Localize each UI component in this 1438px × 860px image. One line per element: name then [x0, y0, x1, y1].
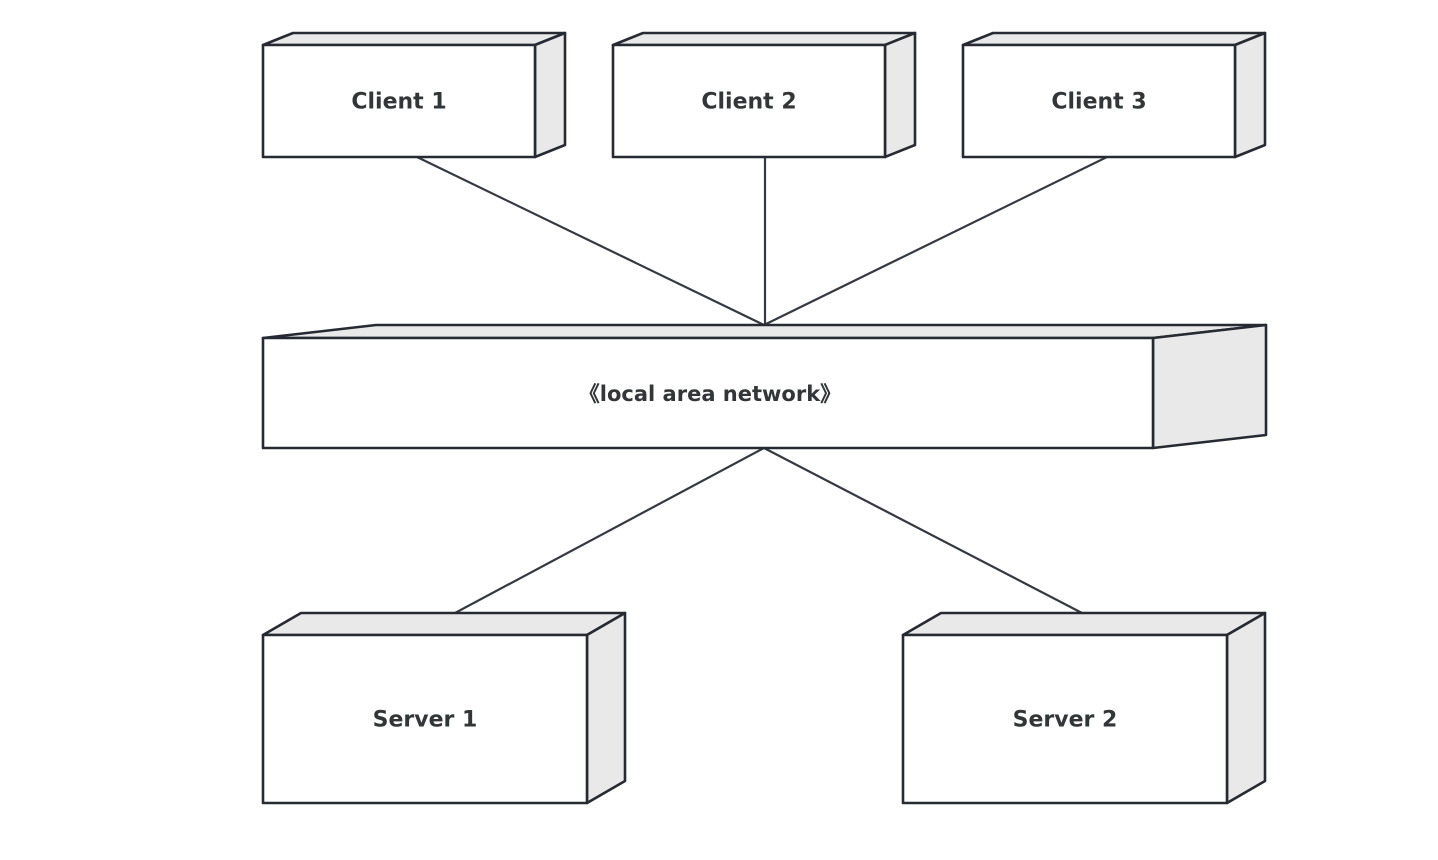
node-client3[interactable]: Client 3 — [961, 31, 1267, 159]
node-server2-top-face — [901, 611, 1267, 637]
node-client3-front-face — [961, 43, 1237, 159]
node-client3-top-face — [961, 31, 1267, 47]
node-client2-front-face — [611, 43, 887, 159]
node-client2-side-face — [883, 31, 917, 159]
node-server1-label: Server 1 — [373, 708, 478, 733]
node-lan-label: 《local area network》 — [579, 382, 841, 406]
node-lan-front-face — [261, 336, 1155, 450]
node-server1[interactable]: Server 1 — [261, 611, 627, 805]
node-server2-front-face — [901, 633, 1229, 805]
node-client1[interactable]: Client 1 — [261, 31, 567, 159]
node-client3-label: Client 3 — [1051, 90, 1146, 115]
node-client1-label: Client 1 — [351, 90, 446, 115]
node-server1-side-face — [585, 611, 627, 805]
node-server1-front-face — [261, 633, 589, 805]
edge-client1-lan — [415, 155, 766, 327]
node-client1-top-face — [261, 31, 567, 47]
node-lan[interactable]: 《local area network》 — [261, 323, 1268, 450]
node-client2-label: Client 2 — [701, 90, 796, 115]
node-client3-side-face — [1233, 31, 1267, 159]
edge-client3-lan — [762, 155, 1109, 327]
node-server1-top-face — [261, 611, 627, 637]
node-server2-label: Server 2 — [1013, 708, 1118, 733]
node-client2[interactable]: Client 2 — [611, 31, 917, 159]
edge-lan-server1 — [453, 446, 766, 615]
node-server2-side-face — [1225, 611, 1267, 805]
node-client1-front-face — [261, 43, 537, 159]
edge-lan-server2 — [762, 446, 1084, 615]
node-lan-side-face — [1151, 323, 1268, 450]
node-client2-top-face — [611, 31, 917, 47]
node-client1-side-face — [533, 31, 567, 159]
edges-layer — [415, 155, 1109, 615]
node-lan-top-face — [261, 323, 1268, 340]
node-server2[interactable]: Server 2 — [901, 611, 1267, 805]
